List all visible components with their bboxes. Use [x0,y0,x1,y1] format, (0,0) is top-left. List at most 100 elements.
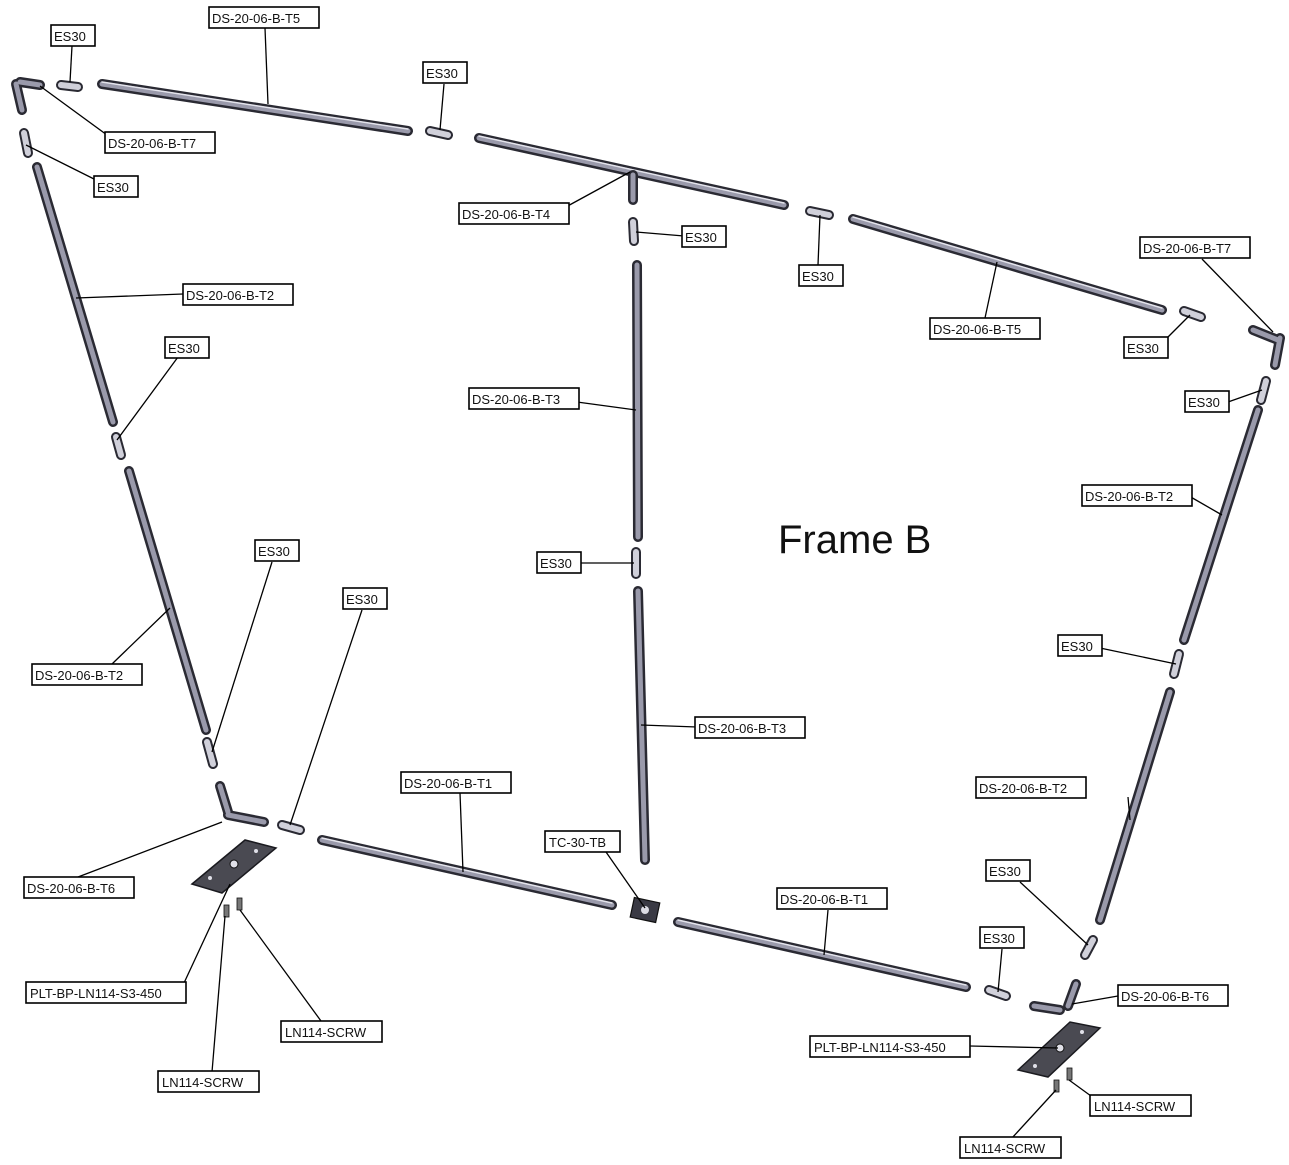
tube-t2-right-lower [1095,687,1175,925]
label-t2-right-top: DS-20-06-B-T2 [1081,484,1193,507]
tube-t2-left-upper [32,162,118,427]
svg-text:LN114-SCRW: LN114-SCRW [964,1141,1046,1156]
svg-text:LN114-SCRW: LN114-SCRW [162,1075,244,1090]
svg-text:LN114-SCRW: LN114-SCRW [1094,1099,1176,1114]
label-es30-d: ES30 [681,225,727,248]
base-plate-right [1016,1021,1102,1078]
label-es30-a: ES30 [50,24,96,47]
es30-plugs [19,80,1271,1001]
plug-es30-k [202,737,218,769]
label-t7-right: DS-20-06-B-T7 [1139,236,1251,259]
svg-text:DS-20-06-B-T2: DS-20-06-B-T2 [186,288,274,303]
svg-text:DS-20-06-B-T2: DS-20-06-B-T2 [979,781,1067,796]
base-plate-left [190,839,278,894]
label-es30-e: ES30 [798,264,844,287]
svg-text:DS-20-06-B-T5: DS-20-06-B-T5 [933,322,1021,337]
svg-text:ES30: ES30 [426,66,458,81]
label-scrw-1: LN114-SCRW [280,1020,383,1043]
svg-text:PLT-BP-LN114-S3-450: PLT-BP-LN114-S3-450 [814,1040,946,1055]
svg-text:ES30: ES30 [540,556,572,571]
part-labels: ES30 DS-20-06-B-T5 ES30 DS-20-06-B-T7 ES… [23,6,1251,1159]
svg-text:DS-20-06-B-T5: DS-20-06-B-T5 [212,11,300,26]
tube-t5-right [848,214,1167,315]
label-es30-c: ES30 [93,175,139,198]
tube-t2-right-upper [1179,405,1263,645]
label-es30-j: ES30 [1057,634,1103,657]
svg-text:ES30: ES30 [983,931,1015,946]
svg-text:DS-20-06-B-T3: DS-20-06-B-T3 [698,721,786,736]
label-es30-l: ES30 [342,587,388,610]
label-es30-k: ES30 [254,539,300,562]
svg-text:DS-20-06-B-T3: DS-20-06-B-T3 [472,392,560,407]
label-es30-f: ES30 [1123,336,1169,359]
label-t2-left-bottom: DS-20-06-B-T2 [31,663,143,686]
svg-text:PLT-BP-LN114-S3-450: PLT-BP-LN114-S3-450 [30,986,162,1001]
svg-text:ES30: ES30 [54,29,86,44]
svg-text:ES30: ES30 [1188,395,1220,410]
plug-es30-j [1169,649,1184,679]
plug-es30-c [19,128,33,158]
label-es30-i: ES30 [536,551,582,574]
label-scrw-2: LN114-SCRW [157,1070,260,1093]
label-t6-right: DS-20-06-B-T6 [1117,984,1229,1007]
plug-es30-e [805,206,834,220]
plug-es30-d [628,217,639,246]
svg-text:ES30: ES30 [168,341,200,356]
screws [223,897,1073,1093]
plug-es30-f [1179,306,1206,322]
tube-t3-upper [632,260,643,542]
label-t6-left: DS-20-06-B-T6 [23,876,135,899]
plug-es30-m [1080,935,1098,960]
plug-es30-l [277,820,305,835]
svg-text:DS-20-06-B-T2: DS-20-06-B-T2 [1085,489,1173,504]
svg-text:DS-20-06-B-T7: DS-20-06-B-T7 [1143,241,1231,256]
svg-text:DS-20-06-B-T2: DS-20-06-B-T2 [35,668,123,683]
svg-text:ES30: ES30 [1127,341,1159,356]
tube-t1-right [673,917,971,992]
label-t1-left: DS-20-06-B-T1 [400,771,512,794]
label-t3-top: DS-20-06-B-T3 [468,387,580,410]
diagram-title: Frame B [778,518,931,562]
tube-t2-left-lower [124,466,211,735]
svg-text:DS-20-06-B-T4: DS-20-06-B-T4 [462,207,550,222]
label-t1-right: DS-20-06-B-T1 [776,887,888,910]
corner-t7-right [1248,325,1285,370]
svg-text:ES30: ES30 [346,592,378,607]
label-plt-right: PLT-BP-LN114-S3-450 [809,1035,971,1058]
plug-es30-b [425,126,453,140]
svg-text:ES30: ES30 [802,269,834,284]
corner-t6-left [215,781,269,827]
label-t4: DS-20-06-B-T4 [458,202,570,225]
label-scrw-4: LN114-SCRW [959,1136,1062,1159]
tube-t5-top [97,79,413,136]
plug-es30-n [984,985,1011,1001]
svg-text:DS-20-06-B-T6: DS-20-06-B-T6 [27,881,115,896]
tube-t1-left [317,835,617,910]
tube-t4 [474,133,789,210]
label-t5-right: DS-20-06-B-T5 [929,317,1041,340]
svg-text:DS-20-06-B-T1: DS-20-06-B-T1 [404,776,492,791]
svg-text:ES30: ES30 [989,864,1021,879]
tubes [11,77,1285,1015]
label-t7-left: DS-20-06-B-T7 [104,131,216,154]
label-scrw-3: LN114-SCRW [1089,1094,1192,1117]
label-t3-bottom: DS-20-06-B-T3 [694,716,806,739]
label-tc: TC-30-TB [544,830,621,853]
svg-text:LN114-SCRW: LN114-SCRW [285,1025,367,1040]
svg-text:ES30: ES30 [97,180,129,195]
label-t2-right-bottom: DS-20-06-B-T2 [975,776,1087,799]
label-es30-b: ES30 [422,61,468,84]
svg-text:TC-30-TB: TC-30-TB [549,835,606,850]
label-es30-m: ES30 [985,859,1031,882]
label-es30-h: ES30 [164,336,210,359]
corner-t6-right [1029,979,1081,1015]
svg-text:ES30: ES30 [258,544,290,559]
label-es30-g: ES30 [1184,390,1230,413]
plug-es30-a [56,80,83,92]
corner-t7-left [11,77,45,115]
svg-text:ES30: ES30 [685,230,717,245]
label-t5-top: DS-20-06-B-T5 [208,6,320,29]
svg-text:DS-20-06-B-T7: DS-20-06-B-T7 [108,136,196,151]
leader-lines [25,27,1274,1139]
